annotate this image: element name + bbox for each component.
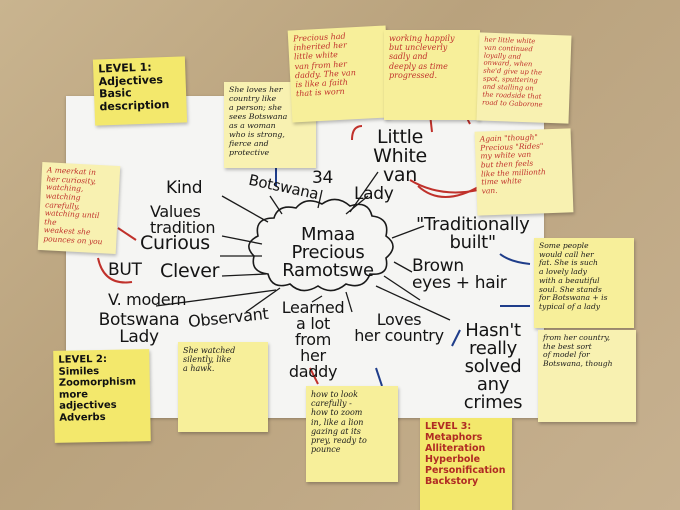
word-brown-eyes-hair: Brown eyes + hair: [412, 256, 507, 293]
word-v-modern: V. modern: [108, 290, 187, 309]
word-kind: Kind: [166, 178, 203, 198]
word-values-tradition: Values tradition: [150, 202, 216, 237]
center-text: Mmaa Precious Ramotswe: [282, 224, 374, 281]
note-inherited-van: Precious had inherited her little white …: [287, 25, 391, 123]
word-but: BUT: [108, 260, 142, 280]
note-level-2-text: LEVEL 2: Similes Zoomorphism more adject…: [58, 353, 137, 424]
note-little-white-van: her little white van continued loyally a…: [476, 32, 572, 124]
center-cloud: [248, 198, 394, 292]
note-working-happily: working happily but uncleverly sadly and…: [384, 30, 480, 120]
note-from-her-country-text: from her country, the best sort of model…: [543, 333, 613, 369]
note-level-3-text: LEVEL 3: Metaphors Alliteration Hyperbol…: [425, 421, 506, 487]
note-loves-country-text: She loves her country like a person; she…: [229, 85, 288, 157]
word-loves-her-country: Loves her country: [354, 310, 444, 345]
note-again-though-text: Again "though" Precious "Rides" my white…: [479, 132, 546, 196]
note-watched-silently: She watched silently, like a hawk.: [178, 342, 268, 432]
note-working-happily-text: working happily but uncleverly sadly and…: [389, 34, 455, 80]
word-34: 34: [312, 168, 334, 188]
note-little-white-van-text: her little white van continued loyally a…: [481, 35, 543, 109]
word-lady: Lady: [354, 184, 394, 204]
note-again-though: Again "though" Precious "Rides" my white…: [474, 128, 574, 216]
note-inherited-van-text: Precious had inherited her little white …: [292, 31, 357, 99]
word-little-white-van: Little White van: [373, 126, 427, 186]
note-some-people: Some people would call her fat. She is s…: [534, 238, 634, 328]
note-level-3: LEVEL 3: Metaphors Alliteration Hyperbol…: [420, 418, 512, 510]
note-look-carefully: how to look carefully - how to zoom in, …: [306, 386, 398, 482]
note-some-people-text: Some people would call her fat. She is s…: [539, 241, 608, 312]
word-traditionally-built: "Traditionally built": [416, 214, 530, 253]
word-curious: Curious: [140, 232, 210, 254]
note-from-her-country: from her country, the best sort of model…: [538, 330, 636, 422]
word-clever: Clever: [160, 260, 220, 282]
note-loves-country: She loves her country like a person; she…: [224, 82, 316, 168]
word-botswana-lady: Botswana Lady: [98, 310, 180, 347]
note-watched-silently-text: She watched silently, like a hawk.: [183, 346, 236, 374]
word-learned-from-daddy: Learned a lot from her daddy: [281, 298, 345, 381]
word-hasnt-solved-crimes: Hasn't really solved any crimes: [463, 320, 523, 413]
note-meerkat: A meerkat in her curiosity, watching, wa…: [37, 162, 121, 254]
note-level-1-text: LEVEL 1: Adjectives Basic description: [97, 60, 170, 114]
note-level-1: LEVEL 1: Adjectives Basic description: [92, 56, 188, 126]
note-look-carefully-text: how to look carefully - how to zoom in, …: [311, 390, 367, 455]
note-meerkat-text: A meerkat in her curiosity, watching, wa…: [43, 165, 103, 247]
note-level-2: LEVEL 2: Similes Zoomorphism more adject…: [53, 349, 151, 443]
